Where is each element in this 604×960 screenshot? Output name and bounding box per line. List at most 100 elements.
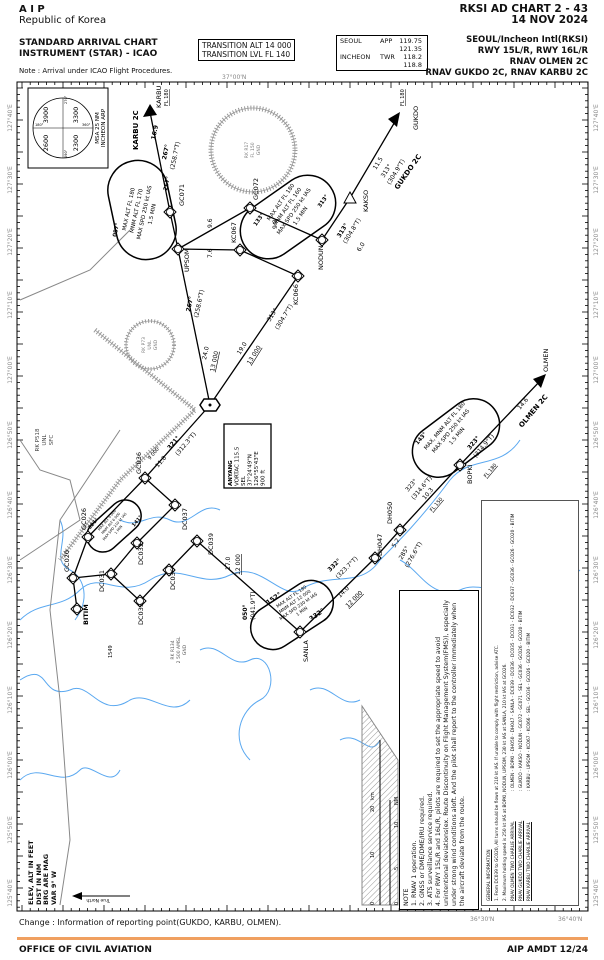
waypoint-label-karbu: KARBU [155,85,163,108]
waypoint-label-gukdo: GUKDO [412,106,420,130]
dist-kakso: 6.0 [356,241,367,253]
waypoint-label-upsom: UPSOM [183,248,191,272]
dist-upsom-gc072: 9.6 [207,218,214,228]
anyang-lat: 37°24'49"N [248,454,254,486]
waypoint-label-kc066: KC066 [292,284,300,305]
alt-fl180-gukdo: FL 180 [400,89,406,106]
svg-text:20: 20 [370,806,376,812]
transition-box: TRANSITION ALT 14 000 TRANSITION LVL FL … [198,39,296,61]
lon-labels-left: 127°40'E 127°30'E 127°20'E 127°10'E 127°… [7,104,14,907]
waypoint-label-dh050: DH050 [386,502,394,524]
waypoint-label-dc035: DC035 [137,603,145,625]
svg-text:NM: NM [394,797,400,805]
route-description: RNAV OLMEN TWO CHARLIE ARRIVAL: OLMEN - … [511,513,516,901]
aip-label: A I P [19,4,45,15]
note-item: 3. ATS surveillance service required. [427,791,434,906]
lon-label: 125°50'E [7,816,14,844]
lon-label: 127°10'E [593,291,600,319]
change-note: Change : Information of reporting point(… [19,918,282,927]
true-north-arrow: True North [72,892,130,903]
route-description: RNAV GUKDO TWO CHARLIE ARRIVAL: GUKDO - … [519,610,524,901]
msa-sector-value: 3900 [42,107,50,124]
dist-kc067: 7.6 [207,248,214,258]
airspace-label: RK P73 [141,337,147,353]
airspace-label: GND [256,144,262,155]
lon-label: 126°40'E [7,491,14,519]
freq-app: APP [380,37,393,45]
kakso-triangle-icon [343,190,357,204]
lon-label: 126°10'E [7,686,14,714]
chart-id: RKSI AD CHART 2 - 43 [459,3,588,15]
anyang-lon: 126°55'43"E [254,451,260,486]
airspace-label: GND [182,644,188,655]
msa-sector-value: 2300 [72,135,80,152]
dist-gc072: 9.8 [272,219,279,229]
msa-bearing: 360° [82,123,91,127]
lon-label: 126°50'E [593,421,600,449]
holding-gc026 [86,499,142,553]
holding-nodun-inbound: 313° [317,194,330,209]
trk-dc039: 050° [242,604,249,620]
waypoint-label-gc071: GC071 [178,184,186,206]
boundary-lines [19,229,131,906]
alt-fl180-bopki: FL 180 [483,463,498,480]
dist-kc066: 19.0 [236,341,249,356]
lon-label: 127°10'E [7,291,14,319]
airspace-label: RK P518 [35,428,41,451]
msa-inset: 3900 3300 2600 2300 270° 360° 180° 090° … [27,87,109,169]
svg-text:10: 10 [370,852,376,858]
legend-var: VAR 9° W [49,870,58,905]
svg-text:km: km [370,792,376,800]
transition-lvl-label: TRANSITION LVL [202,50,263,59]
lon-label: 127°20'E [593,228,600,256]
svg-text:0: 0 [394,902,400,905]
anyang-name: ANYANG [228,460,234,486]
airspace-label: GND [153,339,159,350]
waypoint-label-sanla: SANLA [302,640,310,662]
lat-label: 37°00'N [222,74,246,81]
footer-rule [17,937,588,940]
alt-fl150: FL 150 [429,497,444,514]
note-item: 1. RNAV 1 operation. [411,840,418,906]
waypoint-label-dc036: DC036 [169,568,177,590]
transition-alt-label: TRANSITION ALT [202,41,263,50]
airport-name: SEOUL/Incheon Intl(RKSI) [466,35,588,45]
lon-label: 127°30'E [7,166,14,194]
chart-id-block: RKSI AD CHART 2 - 43 14 NOV 2024 [460,4,588,26]
dist-anyang: 11.8 [154,454,168,469]
svg-text:1.5 MIN: 1.5 MIN [148,203,158,225]
route-kc067-kc066-anyang [177,248,299,406]
alt-fl180-karbu: FL 180 [164,89,170,106]
dist-sanla: 14.0 [336,585,351,600]
alt-dc039: 12 000 [235,554,242,575]
anyang-ident: SEL [241,475,247,486]
lon-label: 126°00'E [593,751,600,779]
chart-title: STANDARD ARRIVAL CHART INSTRUMENT (STAR)… [19,38,158,60]
lon-label: 126°30'E [7,556,14,584]
lon-label: 126°50'E [7,421,14,449]
amendment: AIP AMDT 12/24 [506,945,588,955]
airspace-r134: RK R134 2 500 AMSL GND [170,636,188,663]
scale-bar: 0 10 20 km 0 5 10 NM [361,704,400,906]
waypoint-label-dc031: DC031 [98,570,106,592]
dist-upsom-anyang: 24.0 [201,346,211,361]
msa-sector-value: 3300 [72,107,80,124]
lon-label: 127°00'E [593,356,600,384]
airspace-p518: RK P518 UNL SFC [35,428,55,451]
elevation-1549: 1549 [108,645,114,658]
waypoint-label-olmen: OLMEN [542,349,550,372]
waypoint-label-gc026: GC026 [80,508,88,530]
lon-label: 127°30'E [593,166,600,194]
aip-header: A I P Republic of Korea [19,4,106,26]
waypoint-label-gc020: GC020 [63,550,71,572]
anyang-type: VORTAC 115.5 [235,446,241,486]
holding-karbu-outbound: 087° [112,222,121,237]
procedure-block: SEOUL/Incheon Intl(RKSI) RWY 15L/R, RWY … [425,35,588,79]
route-names: KARBU 2C GUKDO 2C OLMEN 2C [132,110,550,429]
waypoint-label-dh047: DH047 [376,534,384,556]
procedure-olmen: RNAV OLMEN 2C [509,57,588,67]
office-name: OFFICE OF CIVIL AVIATION [19,945,152,955]
true-anyang: (312.3°T) [174,431,198,457]
